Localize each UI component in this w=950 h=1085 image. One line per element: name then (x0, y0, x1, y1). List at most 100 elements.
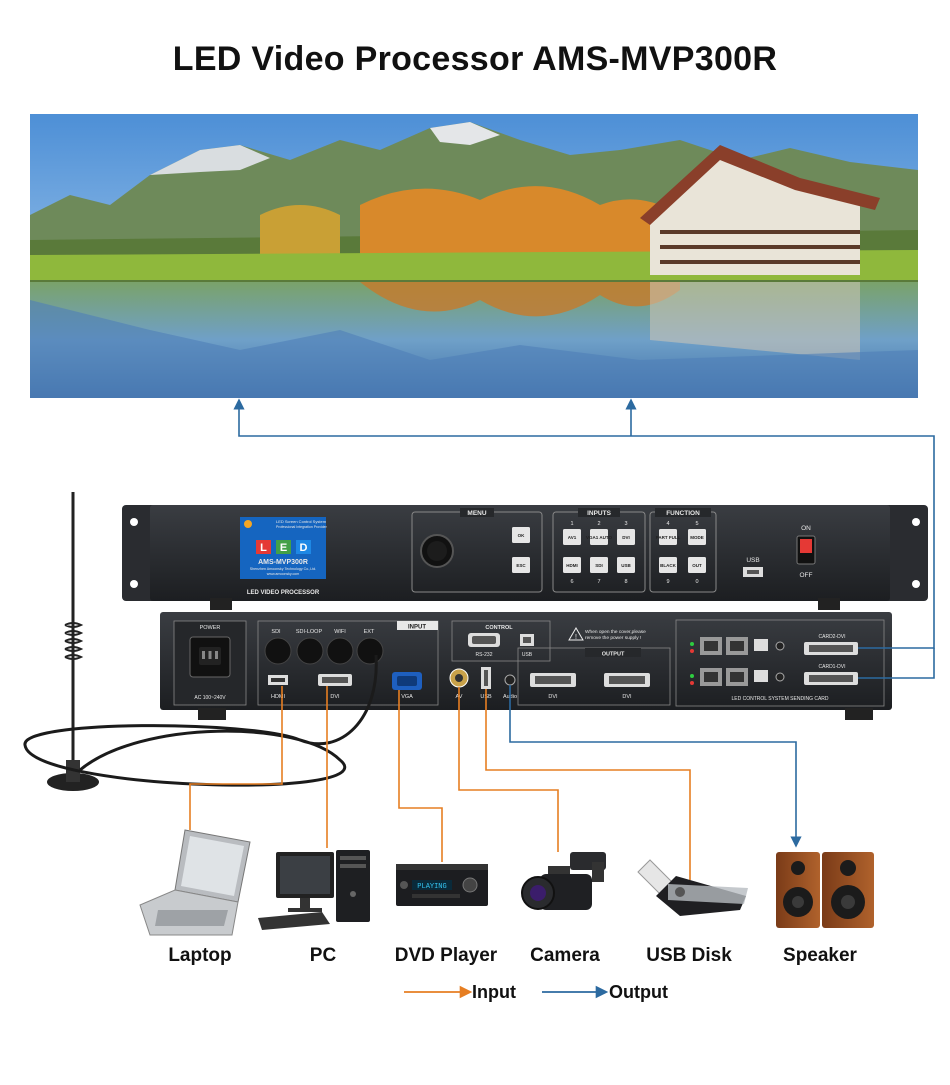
input-number: 6 (570, 579, 573, 585)
front-caption: LED VIDEO PROCESSOR (247, 590, 320, 596)
led-letter-e: E (280, 542, 287, 554)
device-label-dvd-player: DVD Player (395, 945, 498, 966)
function-button-part-full[interactable] (659, 529, 677, 545)
input-button-label: VGA1 AUTO (586, 535, 613, 540)
led-letter-l: L (260, 542, 267, 554)
function-label: FUNCTION (666, 510, 700, 517)
brand-logo-icon (244, 520, 252, 528)
dvd-player-icon: PLAYING (396, 864, 488, 906)
card1-label: CARD1-DVI (819, 664, 846, 670)
led-letter-d: D (300, 542, 308, 554)
wifi-antenna (23, 492, 378, 791)
function-buttons: 4 5 PART FULL MODE BLACK OUT 9 0 (656, 521, 706, 585)
laptop-icon (139, 829, 251, 936)
input-button-dvi[interactable] (617, 529, 635, 545)
function-button-black[interactable] (659, 557, 677, 573)
port-label-vga: VGA (401, 694, 413, 700)
function-button-label: PART FULL (656, 535, 681, 540)
input-number: 2 (597, 521, 600, 527)
speaker-icon (776, 852, 874, 928)
website-label: www.amoonsky.com (267, 572, 300, 576)
control-label: CONTROL (485, 625, 513, 631)
input-section-label: INPUT (408, 625, 426, 631)
input-button-hdmi[interactable] (563, 557, 581, 573)
power-label: POWER (200, 625, 221, 631)
menu-label: MENU (467, 510, 486, 517)
port-label-sdi: SDI (271, 629, 281, 635)
sending-card (675, 619, 885, 707)
dvd-display-text: PLAYING (417, 883, 446, 891)
function-button-out[interactable] (688, 557, 706, 573)
input-number: 8 (624, 579, 627, 585)
processor-front-panel: LED Screen Control System Professional I… (122, 505, 928, 610)
device-label-speaker: Speaker (783, 945, 858, 966)
input-button-label: HDMI (566, 563, 578, 568)
switch-off-label: OFF (800, 572, 813, 579)
switch-on-label: ON (801, 525, 811, 532)
port-label-output-dvi-2: DVI (622, 694, 632, 700)
led-screen-image (30, 114, 918, 398)
output-connection-lines (233, 398, 935, 848)
esc-button-label: ESC (516, 563, 526, 568)
camera-icon (521, 852, 606, 910)
function-button-label: BLACK (660, 563, 676, 568)
output-label: OUTPUT (602, 652, 625, 658)
device-label-laptop: Laptop (168, 945, 231, 966)
input-button-label: DVI (622, 535, 630, 540)
sending-card-label: LED CONTROL SYSTEM SENDING CARD (731, 696, 828, 702)
input-buttons: 1 2 3 AV1 VGA1 AUTO DVI HDMI SDI USB 6 7… (563, 521, 635, 585)
port-label-output-dvi-1: DVI (548, 694, 558, 700)
logo-line2: Professional Integration Provider (276, 525, 328, 529)
function-button-label: MODE (690, 535, 704, 540)
warning-text-2: remove the power supply ! (585, 635, 641, 641)
warning-text-1: When open the cover,please (585, 629, 646, 635)
power-rating: AC 100~240V (194, 695, 226, 701)
pc-icon (258, 850, 370, 930)
device-label-pc: PC (310, 945, 337, 966)
esc-button[interactable] (512, 557, 530, 573)
company-label: Shenzhen Amoonsky Technology Co.,Ltd. (250, 567, 316, 571)
input-button-label: AV1 (568, 535, 577, 540)
sdi-port[interactable] (264, 637, 292, 665)
function-number: 5 (695, 521, 698, 527)
function-number: 0 (695, 579, 698, 585)
input-connection-lines (189, 686, 691, 880)
logo-line1: LED Screen Control System (276, 519, 327, 524)
legend-input-label: Input (472, 982, 516, 1002)
input-button-sdi[interactable] (590, 557, 608, 573)
input-number: 1 (570, 521, 573, 527)
input-number: 7 (597, 579, 600, 585)
card2-label: CARD2-DVI (819, 634, 846, 640)
function-number: 4 (666, 521, 669, 527)
port-label-control-usb: USB (522, 652, 533, 658)
ext-port[interactable] (356, 637, 384, 665)
input-button-vga1[interactable] (590, 529, 608, 545)
function-button-label: OUT (692, 563, 702, 568)
port-label-ext: EXT (364, 629, 375, 635)
input-button-av1[interactable] (563, 529, 581, 545)
input-number: 3 (624, 521, 627, 527)
input-button-label: USB (621, 563, 631, 568)
wifi-port[interactable] (326, 637, 354, 665)
svg-text:!: ! (575, 634, 577, 641)
front-usb-label: USB (746, 557, 759, 564)
audio-port[interactable] (504, 674, 516, 686)
device-label-camera: Camera (530, 945, 600, 966)
legend-output-label: Output (609, 982, 668, 1002)
function-number: 9 (666, 579, 669, 585)
inputs-label: INPUTS (587, 510, 612, 517)
ok-button[interactable] (512, 527, 530, 543)
page-title: LED Video Processor AMS-MVP300R (172, 40, 778, 78)
legend: Input Output (404, 982, 668, 1002)
function-button-mode[interactable] (688, 529, 706, 545)
processor-rear-panel: POWER AC 100~240V INPUT SDI SDI-LOOP WIF… (160, 612, 892, 720)
input-button-label: SDI (595, 563, 603, 568)
warning-icon (568, 627, 584, 641)
port-label-rs232: RS-232 (476, 652, 493, 658)
port-label-wifi: WIFI (334, 629, 346, 635)
port-label-hdmi: HDMI (271, 694, 286, 700)
model-label: AMS-MVP300R (258, 559, 308, 566)
sdi-loop-port[interactable] (296, 637, 324, 665)
input-button-usb[interactable] (617, 557, 635, 573)
